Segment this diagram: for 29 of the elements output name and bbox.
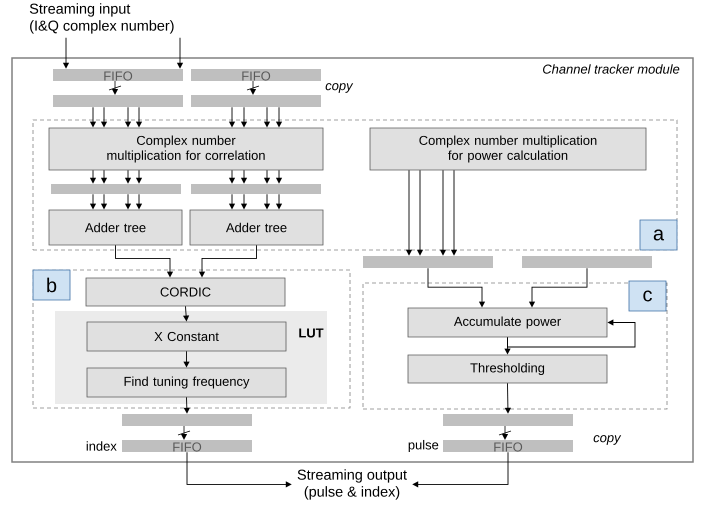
register-bar (522, 256, 652, 268)
register-bar (51, 184, 181, 194)
process-box: X Constant (86, 322, 286, 352)
node-label: FIFO (173, 442, 202, 452)
fifo-buffer: FIFO (191, 69, 321, 107)
register-bar (191, 184, 321, 194)
region-tag: b (32, 270, 70, 300)
process-box: Complex number multiplication for power calculation (370, 128, 646, 170)
side-label: copy (326, 83, 354, 93)
process-box: Thresholding (408, 354, 608, 384)
fifo-buffer: FIFO (53, 69, 183, 107)
process-box: Adder tree (48, 210, 182, 246)
side-label: copy (594, 435, 622, 445)
fifo-buffer: FIFO (122, 414, 252, 452)
io-label: Streaming output (pulse & index) (298, 469, 407, 500)
side-label: pulse (408, 440, 438, 452)
fifo-buffer: FIFO (443, 414, 573, 452)
node-label: FIFO (494, 442, 522, 452)
process-box: Find tuning frequency (86, 368, 286, 398)
io-label: Streaming input (I&Q complex number) (30, 3, 174, 34)
process-box: Complex number multiplication for correlation (48, 128, 324, 170)
process-box: CORDIC (86, 278, 286, 306)
region-tag: a (640, 220, 678, 250)
region-tag: c (628, 280, 666, 312)
process-box: Adder tree (190, 210, 324, 246)
process-box: Accumulate power (408, 308, 608, 338)
module-title: Channel tracker module (543, 64, 680, 74)
register-bar (363, 256, 493, 268)
side-label: index (86, 441, 117, 451)
